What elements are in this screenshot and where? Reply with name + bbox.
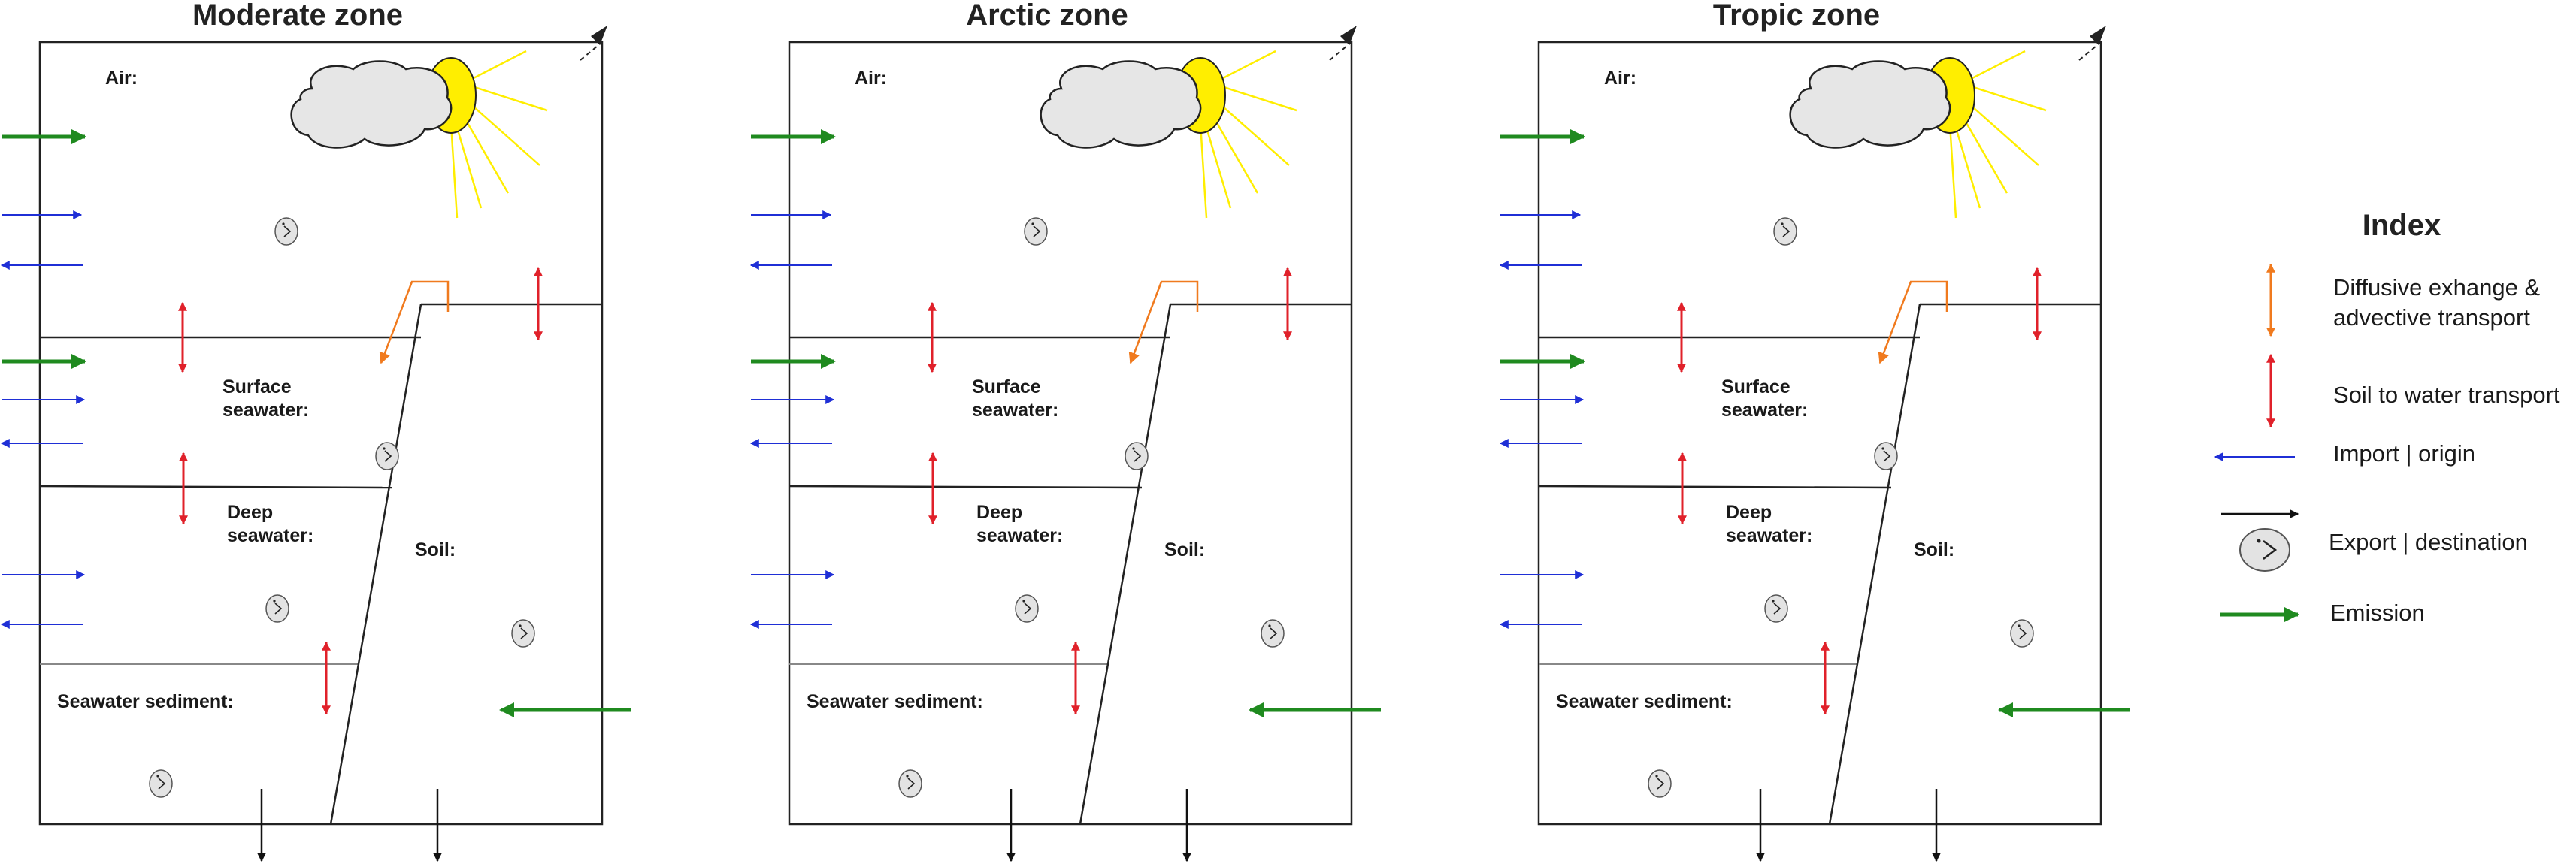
zone-title: Moderate zone xyxy=(192,0,403,32)
destination-icon xyxy=(1773,217,1797,246)
destination-icon xyxy=(898,769,922,798)
outflow-corner-arrowhead xyxy=(1340,26,1357,45)
legend: Index Diffusive exhange & advective tran… xyxy=(2214,209,2560,626)
compartment-box xyxy=(1537,41,2102,826)
diffusive-arrow-soil-to-surface xyxy=(1128,280,1199,364)
surface-seawater-label-line2: seawater: xyxy=(972,400,1058,421)
legend-destination-icon xyxy=(2239,528,2290,572)
surface-seawater-label-line2: seawater: xyxy=(222,400,309,421)
surface-seawater-label: Surface xyxy=(222,376,292,397)
legend-diffusive-label: Diffusive exhange & xyxy=(2333,274,2540,301)
destination-icon xyxy=(1261,619,1285,648)
cloud-icon xyxy=(1789,60,1951,149)
zone-title: Arctic zone xyxy=(966,0,1128,32)
deep-seawater-label: Deep xyxy=(227,502,273,523)
destination-icon xyxy=(265,594,289,623)
destination-icon xyxy=(1648,769,1672,798)
destination-icon xyxy=(1024,217,1048,246)
soil-label: Soil: xyxy=(415,539,456,560)
deep-seawater-label: Deep xyxy=(1726,502,1772,523)
deep-water-boundary xyxy=(1538,485,1892,489)
soil-water-divider xyxy=(329,304,422,825)
destination-icon xyxy=(1015,594,1039,623)
soil-water-divider xyxy=(1828,304,1921,825)
destination-icon xyxy=(1764,594,1788,623)
zone-panel-3: Tropic zone Air: Surface seawater: Deep … xyxy=(1499,0,2130,862)
surface-seawater-label: Surface xyxy=(1721,376,1790,397)
destination-icon xyxy=(2010,619,2034,648)
compartment-box xyxy=(38,41,604,826)
air-label: Air: xyxy=(855,68,887,89)
deep-seawater-label-line2: seawater: xyxy=(976,525,1063,546)
seawater-sediment-label: Seawater sediment: xyxy=(807,691,983,712)
deep-water-boundary xyxy=(789,485,1143,489)
diffusive-arrow-soil-to-surface xyxy=(1878,280,1948,364)
legend-export-label: Export | destination xyxy=(2329,529,2528,555)
compartment-box xyxy=(788,41,1353,826)
deep-seawater-label-line2: seawater: xyxy=(1726,525,1812,546)
cloud-icon xyxy=(1040,60,1202,149)
legend-import-label: Import | origin xyxy=(2333,440,2475,467)
surface-seawater-label-line2: seawater: xyxy=(1721,400,1808,421)
zone-title: Tropic zone xyxy=(1713,0,1880,32)
outflow-corner-arrowhead xyxy=(2090,26,2106,45)
outflow-corner-line xyxy=(580,41,603,61)
soil-label: Soil: xyxy=(1164,539,1205,560)
sun-icon xyxy=(1175,50,1297,219)
zone-panel-1: Moderate zone Air: Surface seawater: Dee… xyxy=(0,0,631,862)
soil-label: Soil: xyxy=(1914,539,1954,560)
destination-icon xyxy=(1125,442,1149,470)
legend-diffusive-label-line2: advective transport xyxy=(2333,304,2530,331)
soil-water-divider xyxy=(1079,304,1172,825)
legend-soil-water-label: Soil to water transport xyxy=(2333,382,2560,408)
outflow-corner-line xyxy=(2078,41,2102,61)
destination-icon xyxy=(511,619,535,648)
legend-title: Index xyxy=(2363,209,2441,242)
deep-seawater-label-line2: seawater: xyxy=(227,525,313,546)
seawater-sediment-label: Seawater sediment: xyxy=(1556,691,1733,712)
air-label: Air: xyxy=(1604,68,1636,89)
destination-icon xyxy=(1874,442,1898,470)
surface-seawater-label: Surface xyxy=(972,376,1041,397)
air-label: Air: xyxy=(105,68,138,89)
destination-icon xyxy=(149,769,173,798)
diffusive-arrow-soil-to-surface xyxy=(379,280,450,364)
destination-icon xyxy=(274,217,298,246)
zone-panel-2: Arctic zone Air: Surface seawater: Deep … xyxy=(749,0,1381,862)
deep-seawater-label: Deep xyxy=(976,502,1022,523)
seawater-sediment-label: Seawater sediment: xyxy=(57,691,234,712)
legend-emission-label: Emission xyxy=(2330,600,2425,626)
sun-icon xyxy=(425,50,548,219)
zones-container: Moderate zone Air: Surface seawater: Dee… xyxy=(0,0,2130,862)
outflow-corner-arrowhead xyxy=(591,26,607,45)
outflow-corner-line xyxy=(1329,41,1352,61)
cloud-icon xyxy=(290,60,453,149)
sun-icon xyxy=(1924,50,2047,219)
destination-icon xyxy=(375,442,399,470)
deep-water-boundary xyxy=(39,485,393,489)
